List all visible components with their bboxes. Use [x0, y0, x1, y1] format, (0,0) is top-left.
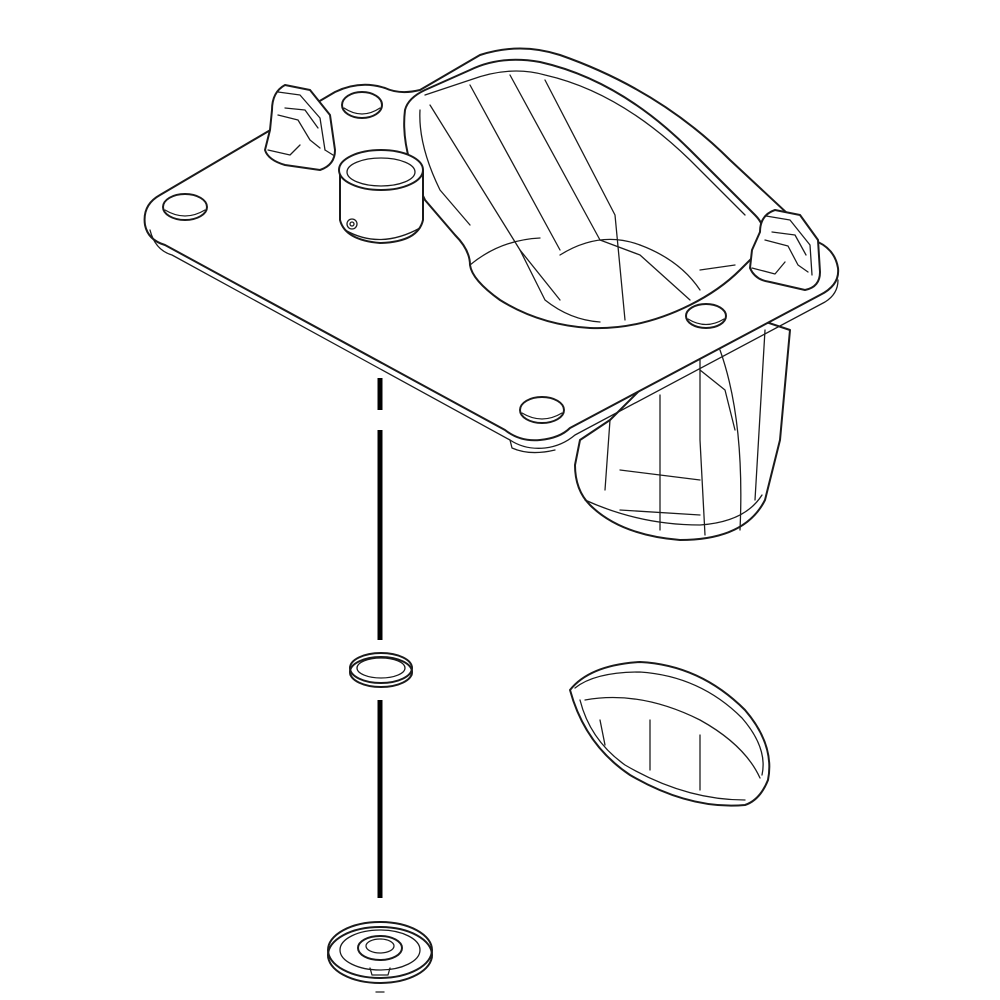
oval-gasket	[569, 661, 771, 807]
round-cap-grommet	[327, 921, 433, 984]
mounting-hole-left	[162, 193, 208, 221]
mounting-plate	[143, 47, 840, 454]
mounting-hole-top	[341, 91, 383, 119]
funnel-outlet-body	[574, 319, 791, 541]
latch-clip-left	[264, 84, 336, 171]
mounting-hole-bottom	[519, 396, 565, 424]
o-ring-seal	[349, 652, 413, 688]
latch-clip-right	[749, 209, 821, 291]
center-tube	[338, 149, 424, 244]
funnel-opening	[403, 58, 765, 330]
mounting-hole-right	[685, 303, 727, 329]
